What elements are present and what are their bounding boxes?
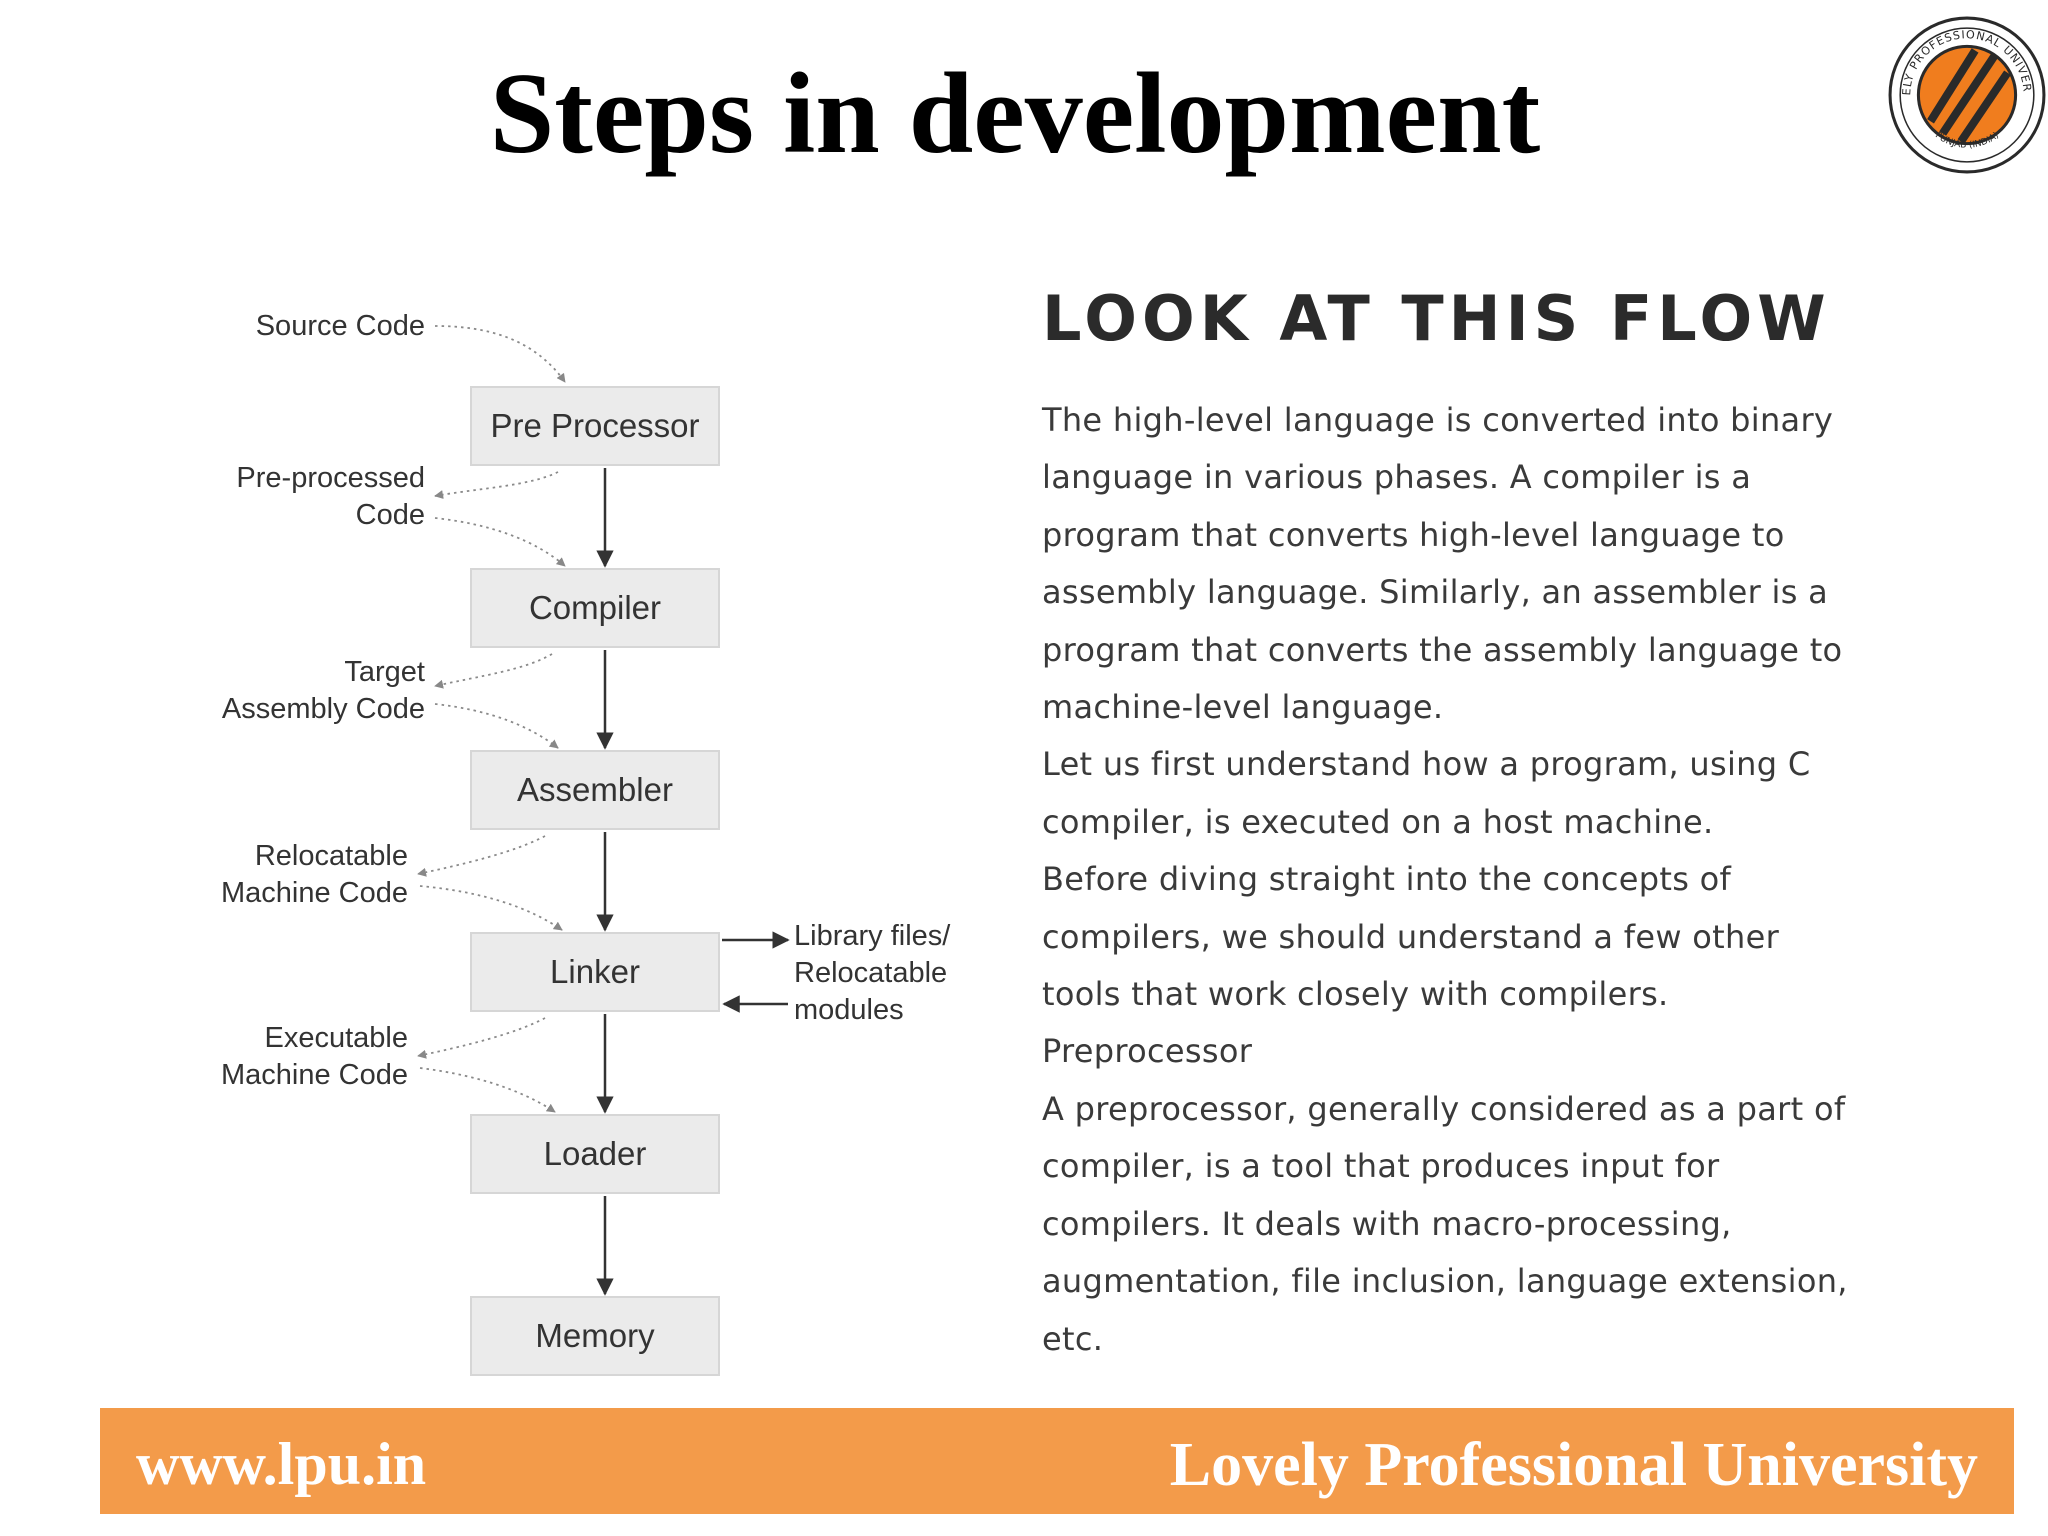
label-source-code: Source Code — [256, 308, 425, 345]
dotted-label-to-loader — [419, 1067, 556, 1113]
label-line: Code — [355, 499, 425, 531]
label-line: Relocatable — [254, 840, 408, 872]
label-library-files: Library files/ Relocatable modules — [794, 918, 950, 1029]
dotted-compiler-to-label — [434, 653, 553, 689]
lpu-seal-icon: LOVELY PROFESSIONAL UNIVERSITY PUNJAB (I… — [1881, 4, 2046, 174]
flow-box-linker: Linker — [470, 932, 720, 1012]
label-preprocessed-code: Pre-processed Code — [236, 460, 425, 534]
label-line: modules — [794, 994, 904, 1026]
text-line: etc. — [1042, 1319, 1104, 1358]
text-line: program that converts the assembly langu… — [1042, 630, 1843, 669]
label-line: Executable — [264, 1022, 409, 1054]
text-line: The high-level language is converted int… — [1042, 401, 1834, 439]
label-line: Machine Code — [221, 1059, 408, 1091]
label-line: Library files/ — [794, 920, 951, 952]
text-line: machine-level language. — [1042, 688, 1444, 727]
text-line: Before diving straight into the concepts… — [1042, 860, 1732, 899]
dotted-assembler-to-label — [417, 835, 546, 877]
label-line: Target — [344, 656, 425, 688]
text-line: compilers. It deals with macro-processin… — [1042, 1204, 1732, 1243]
label-line: Source Code — [255, 310, 425, 342]
footer-url[interactable]: www.lpu.in — [136, 1431, 427, 1497]
label-line: Relocatable — [794, 957, 948, 989]
dotted-preprocessor-to-label — [434, 471, 559, 500]
flow-box-compiler: Compiler — [470, 568, 720, 648]
flow-box-memory: Memory — [470, 1296, 720, 1376]
label-executable-machine-code: Executable Machine Code — [221, 1020, 408, 1094]
flow-description: The high-level language is converted int… — [1042, 392, 1902, 1368]
text-line: tools that work closely with compilers. — [1042, 975, 1669, 1014]
text-line: compiler, is executed on a host machine. — [1042, 802, 1714, 841]
label-line: Pre-processed — [236, 462, 425, 494]
footer-bar: www.lpu.in Lovely Professional Universit… — [100, 1408, 2014, 1514]
label-line: Assembly Code — [221, 693, 425, 725]
dotted-label-to-linker — [419, 885, 563, 931]
compilation-flow-diagram: Pre Processor Compiler Assembler Linker … — [190, 290, 990, 1390]
flow-box-preprocessor: Pre Processor — [470, 386, 720, 466]
text-line: assembly language. Similarly, an assembl… — [1042, 573, 1829, 612]
dotted-label-to-assembler — [434, 703, 559, 749]
label-relocatable-machine-code: Relocatable Machine Code — [221, 838, 408, 912]
university-logo: LOVELY PROFESSIONAL UNIVERSITY PUNJAB (I… — [1881, 4, 2048, 176]
text-line: language in various phases. A compiler i… — [1042, 458, 1752, 497]
dotted-label-to-compiler — [434, 517, 566, 567]
text-line: Preprocessor — [1042, 1032, 1253, 1071]
text-line: augmentation, file inclusion, language e… — [1042, 1262, 1848, 1301]
text-line: compilers, we should understand a few ot… — [1042, 917, 1780, 956]
label-line: Machine Code — [221, 877, 408, 909]
text-line: program that converts high-level languag… — [1042, 515, 1785, 554]
text-line: compiler, is a tool that produces input … — [1042, 1147, 1720, 1186]
dotted-source-to-preprocessor — [434, 325, 566, 383]
slide-title: Steps in development — [489, 50, 1541, 178]
flow-box-assembler: Assembler — [470, 750, 720, 830]
text-line: A preprocessor, generally considered as … — [1042, 1089, 1846, 1128]
text-line: Let us first understand how a program, u… — [1042, 745, 1811, 784]
dotted-linker-to-label — [417, 1017, 546, 1059]
label-target-assembly-code: Target Assembly Code — [222, 654, 425, 728]
flow-heading: LOOK AT THIS FLOW — [1042, 282, 1831, 355]
footer-university-name: Lovely Professional University — [1169, 1431, 1978, 1499]
flow-connectors — [417, 325, 790, 1296]
flow-box-loader: Loader — [470, 1114, 720, 1194]
